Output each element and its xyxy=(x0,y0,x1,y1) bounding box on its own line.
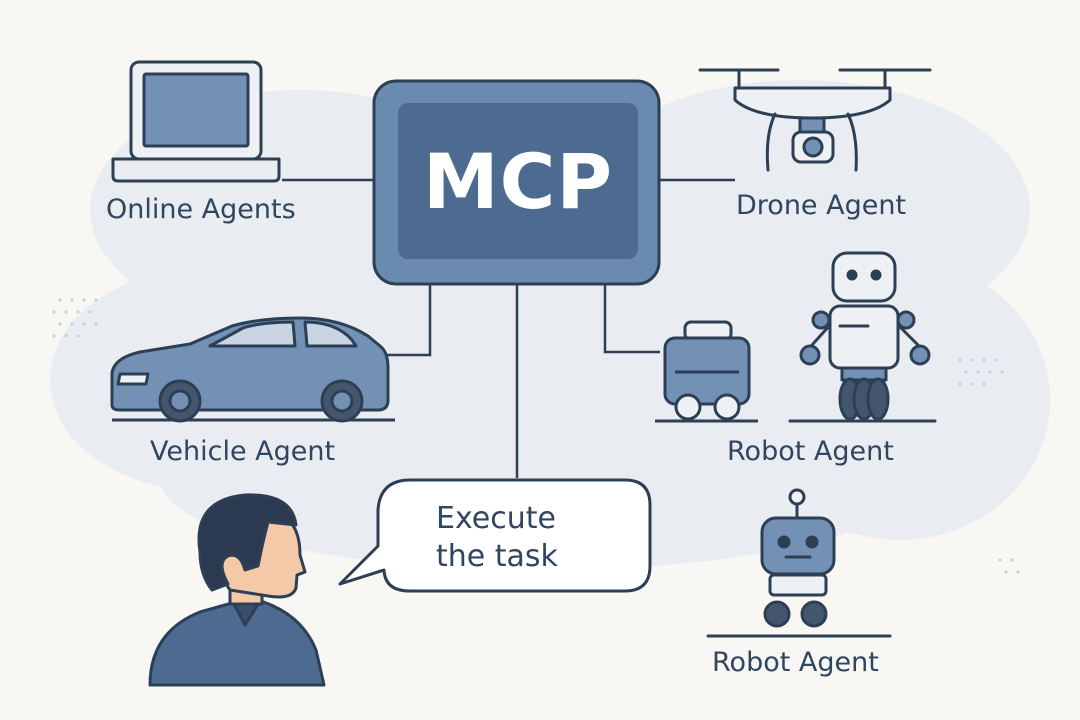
mcp-hub xyxy=(372,79,661,286)
connector-lines xyxy=(282,178,735,478)
connector-robot xyxy=(603,282,660,354)
laptop-icon xyxy=(111,60,281,183)
robot-agent-label-2: Robot Agent xyxy=(712,647,879,678)
dot-texture-right xyxy=(958,358,1020,574)
small-robot-icon xyxy=(706,488,892,638)
connector-vehicle xyxy=(385,282,432,357)
mcp-hub-label: MCP xyxy=(422,136,614,226)
dot-texture-left xyxy=(52,298,98,338)
vehicle-agent-label: Vehicle Agent xyxy=(150,436,336,467)
speech-bubble xyxy=(338,478,652,593)
online-agents-label: Online Agents xyxy=(106,194,296,225)
drone-icon xyxy=(698,68,932,172)
person-icon xyxy=(148,493,326,687)
robot-agent-label-1: Robot Agent xyxy=(727,436,894,467)
humanoid-robot-icon xyxy=(788,251,937,423)
speech-line-1: Execute xyxy=(436,501,556,536)
car-icon xyxy=(110,316,395,423)
delivery-robot-icon xyxy=(655,320,758,423)
speech-text: Execute the task xyxy=(436,500,558,576)
drone-agent-label: Drone Agent xyxy=(736,190,907,221)
speech-line-2: the task xyxy=(436,539,558,574)
